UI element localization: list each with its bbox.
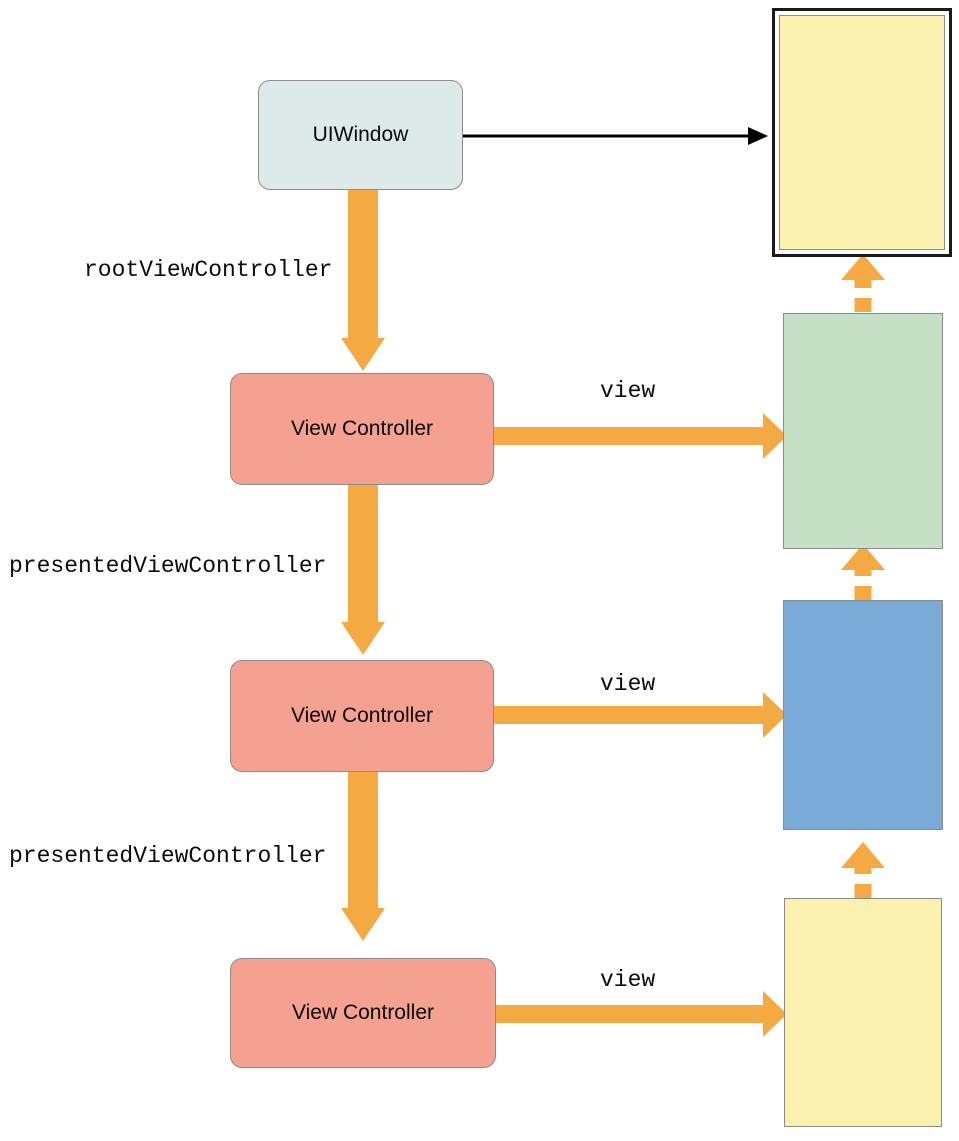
arrow-yellow-view-to-blue-view-dashed — [841, 842, 885, 898]
arrow-presented-view-controller-2 — [341, 770, 385, 941]
label-view-1: view — [600, 378, 656, 404]
arrow-view-1 — [493, 413, 787, 459]
node-uiwindow-label: UIWindow — [312, 123, 409, 146]
screen-window-frame[interactable] — [772, 8, 952, 257]
label-view-3: view — [600, 967, 656, 993]
label-root-view-controller: rootViewController — [84, 257, 333, 283]
arrow-presented-view-controller-1 — [341, 484, 385, 655]
arrow-uiwindow-to-screen — [463, 127, 768, 145]
arrow-blue-view-to-green-view-dashed — [841, 544, 885, 600]
node-view-controller-3[interactable]: View Controller — [230, 958, 496, 1068]
green-view-rect[interactable] — [783, 313, 943, 549]
node-view-controller-3-label: View Controller — [291, 1001, 434, 1024]
arrow-view-2 — [493, 692, 787, 738]
arrow-view-3 — [495, 991, 787, 1037]
arrow-root-view-controller — [341, 188, 385, 371]
node-view-controller-1[interactable]: View Controller — [230, 373, 494, 485]
yellow-view-rect[interactable] — [784, 898, 942, 1127]
label-view-2: view — [600, 671, 656, 697]
label-presented-view-controller-1: presentedViewController — [9, 553, 327, 579]
node-view-controller-2-label: View Controller — [290, 704, 433, 727]
arrow-green-view-to-screen-dashed — [841, 254, 885, 312]
node-view-controller-1-label: View Controller — [290, 417, 433, 440]
screen-window-yellow-view[interactable] — [779, 15, 945, 250]
node-view-controller-2[interactable]: View Controller — [230, 660, 494, 772]
label-presented-view-controller-2: presentedViewController — [9, 843, 327, 869]
blue-view-rect[interactable] — [783, 600, 943, 830]
node-uiwindow[interactable]: UIWindow — [258, 80, 463, 190]
